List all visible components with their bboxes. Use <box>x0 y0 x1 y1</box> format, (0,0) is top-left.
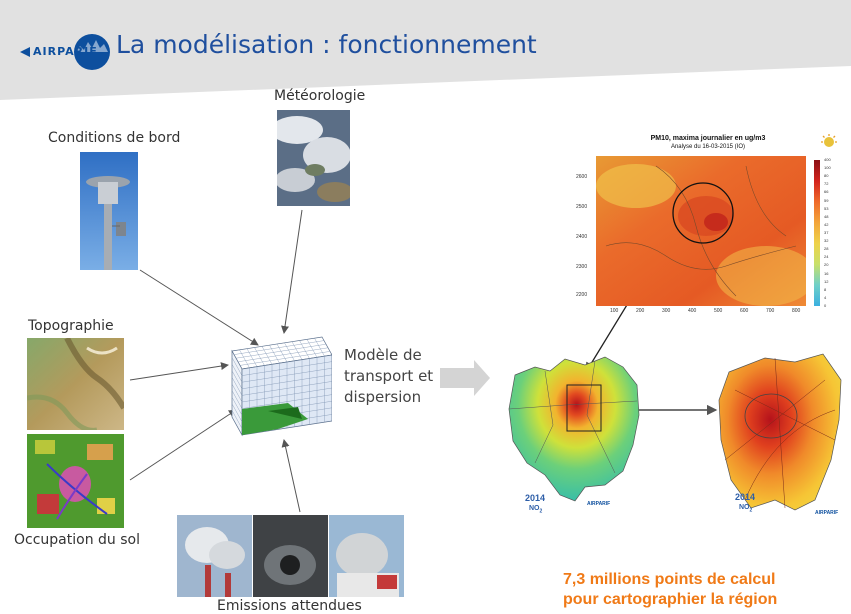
emissions-photos <box>177 515 404 597</box>
idf-no2-map-panel: 2014 NO2 AIRPARIF <box>505 345 645 520</box>
paris-airparif-logo: AIRPARIF <box>815 510 839 516</box>
idf-map-pollutant: NO2 <box>529 505 542 514</box>
pm10-ytick: 2400 <box>576 234 588 240</box>
pm10-xtick: 100 <box>610 308 619 314</box>
header-band <box>0 0 851 100</box>
pm10-colorbar-ticks: 400 100 80 72 66 59 53 48 42 37 32 28 24 20 16 12 8 4 0 <box>824 157 844 310</box>
arrow-topo-to-model <box>129 362 229 381</box>
arrow-emissions-to-model <box>281 439 301 513</box>
pm10-ytick: 2500 <box>576 204 588 210</box>
pm10-colorbar-tick: 72 <box>824 181 829 187</box>
paris-no2-map-image <box>718 353 842 511</box>
pm10-colorbar-tick: 12 <box>824 278 829 284</box>
arrow-meteo-to-model <box>281 209 303 334</box>
pm10-colorbar-tick: 32 <box>824 238 829 244</box>
pm10-colorbar-tick: 20 <box>824 262 829 268</box>
emissions-label: Emissions attendues <box>217 598 362 614</box>
topographie-label: Topographie <box>28 318 114 334</box>
airparif-logo: AIRPARIF <box>18 32 118 72</box>
pm10-map-title: PM10, maxima journalier en ug/m3 <box>650 135 766 142</box>
idf-no2-map-image <box>508 356 640 502</box>
page-title: La modélisation : fonctionnement <box>116 30 537 59</box>
pm10-colorbar-tick: 42 <box>824 221 829 227</box>
pm10-map-subtitle: Analyse du 16-03-2015 (IO) <box>670 144 746 150</box>
pm10-colorbar <box>814 160 820 306</box>
pm10-colorbar-tick: 8 <box>824 286 827 292</box>
pm10-colorbar-tick: 37 <box>824 230 829 235</box>
pm10-xtick: 400 <box>688 308 697 314</box>
pm10-xtick: 800 <box>792 308 801 314</box>
meteo-satellite-photo <box>277 110 350 206</box>
paris-map-pollutant-name: NO <box>739 504 750 511</box>
pm10-xtick: 500 <box>714 308 723 314</box>
pm10-colorbar-tick: 53 <box>824 205 829 211</box>
sun-logo-icon <box>821 134 837 147</box>
model-label-line2: transport et <box>344 367 434 385</box>
model-label: Modèle de transport et dispersion <box>344 345 433 408</box>
conditions-photo <box>80 152 138 270</box>
pm10-colorbar-tick: 4 <box>824 294 827 300</box>
topographie-map <box>27 338 124 430</box>
pm10-colorbar-tick: 24 <box>824 254 829 260</box>
pm10-map-image <box>596 156 806 306</box>
occupation-label: Occupation du sol <box>14 532 140 548</box>
paris-no2-map-panel: 2014 NO2 AIRPARIF <box>715 350 849 525</box>
pm10-colorbar-tick: 66 <box>824 189 829 195</box>
pm10-ytick: 2600 <box>576 174 588 180</box>
pm10-map-panel: PM10, maxima journalier en ug/m3 Analyse… <box>568 130 850 318</box>
occupation-sol-map <box>27 434 124 528</box>
meteo-label: Météorologie <box>274 88 366 104</box>
pm10-colorbar-tick: 400 <box>824 157 831 162</box>
model-label-line1: Modèle de <box>344 346 422 364</box>
stat-line2: pour cartographier la région <box>563 591 778 608</box>
idf-airparif-logo: AIRPARIF <box>587 501 611 507</box>
paris-map-year: 2014 <box>735 492 756 502</box>
pm10-xtick: 600 <box>740 308 749 314</box>
pm10-colorbar-tick: 59 <box>824 197 829 203</box>
idf-map-pollutant-sub: 2 <box>539 508 543 515</box>
pm10-xtick: 700 <box>766 308 775 314</box>
conditions-label: Conditions de bord <box>48 130 181 146</box>
pm10-colorbar-tick: 16 <box>824 270 829 276</box>
pm10-xtick: 200 <box>636 308 645 314</box>
idf-map-year: 2014 <box>525 493 546 503</box>
pm10-colorbar-tick: 48 <box>824 213 829 219</box>
pm10-colorbar-tick: 28 <box>824 246 829 252</box>
big-arrow-model-to-maps <box>440 360 490 396</box>
pm10-ytick: 2300 <box>576 264 588 270</box>
logo-text-part: AIRPARIF <box>33 45 98 58</box>
pm10-xtick: 300 <box>662 308 671 314</box>
arrow-occupation-to-model <box>129 409 237 481</box>
pm10-colorbar-tick: 80 <box>824 173 829 179</box>
idf-map-pollutant-name: NO <box>529 505 540 512</box>
arrow-conditions-to-model <box>139 269 259 346</box>
pm10-ytick: 2200 <box>576 292 588 298</box>
model-label-line3: dispersion <box>344 388 422 406</box>
stat-text: 7,3 millions points de calcul pour carto… <box>563 570 777 610</box>
model-3d-grid <box>228 333 333 441</box>
paris-map-pollutant: NO2 <box>739 504 752 513</box>
pm10-colorbar-tick: 0 <box>824 303 827 308</box>
stat-line1: 7,3 millions points de calcul <box>563 571 776 588</box>
paris-map-pollutant-sub: 2 <box>749 507 753 514</box>
pm10-colorbar-tick: 100 <box>824 165 831 171</box>
